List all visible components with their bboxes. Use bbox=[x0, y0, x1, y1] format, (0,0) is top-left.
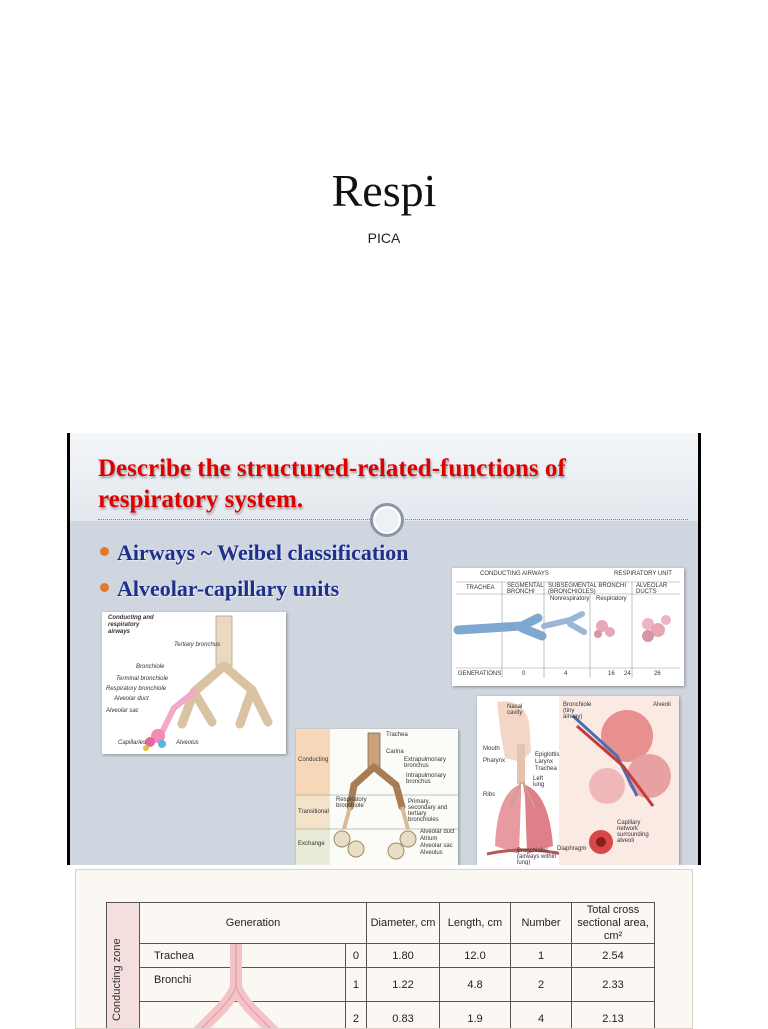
table-header-row: Conducting zone Generation Diameter, cm … bbox=[107, 903, 655, 944]
row-length: 1.9 bbox=[440, 1002, 511, 1029]
zone-structure-label: Carina bbox=[386, 749, 404, 755]
weibel-header: SUBSEGMENTAL BRONCHI (BRONCHIOLES) bbox=[548, 583, 628, 595]
zone-label: Transitional bbox=[298, 809, 329, 815]
anatomy-label: Nasal cavity bbox=[507, 704, 531, 716]
generation-value: 0 bbox=[522, 671, 525, 677]
airway-label: Respiratory bronchiole bbox=[106, 686, 166, 692]
page-subtitle: PICA bbox=[0, 230, 768, 246]
slide-bullet-list: Airways ~ Weibel classification Alveolar… bbox=[100, 535, 409, 607]
row-area: 2.33 bbox=[572, 968, 655, 1002]
airway-branch-illustration bbox=[176, 944, 306, 1029]
row-generation: 0 bbox=[345, 944, 366, 968]
column-header: Number bbox=[511, 903, 572, 944]
zone-structure-label: Atrium bbox=[420, 836, 437, 842]
anatomy-label: Pharynx bbox=[483, 758, 505, 764]
anatomy-label: Mouth bbox=[483, 746, 500, 752]
anatomy-label: Trachea bbox=[535, 766, 557, 772]
anatomy-label: Bronchiole (tiny airway) bbox=[563, 702, 595, 720]
anatomy-label: Left lung bbox=[533, 776, 555, 788]
anatomy-label: Larynx bbox=[535, 759, 553, 765]
zone-label: Exchange bbox=[298, 841, 325, 847]
zone-structure-label: Primary, secondary and tertiary bronchio… bbox=[408, 799, 456, 823]
zone-structure-label: Alveolar duct bbox=[420, 829, 455, 835]
column-header: Generation bbox=[140, 903, 367, 944]
weibel-classification-image: CONDUCTING AIRWAYS RESPIRATORY UNIT TRAC… bbox=[452, 568, 684, 686]
row-length: 4.8 bbox=[440, 968, 511, 1002]
bullet-dot-icon bbox=[100, 583, 109, 592]
bullet-dot-icon bbox=[100, 547, 109, 556]
weibel-subheader: Respiratory bbox=[596, 596, 627, 602]
column-header: Length, cm bbox=[440, 903, 511, 944]
generation-value: 16 bbox=[608, 671, 615, 677]
lecture-slide: Describe the structured-related-function… bbox=[67, 433, 701, 865]
slide-bullet-text: Airways ~ Weibel classification bbox=[117, 540, 409, 565]
zone-column: Conducting zone bbox=[107, 903, 140, 1029]
zone-structure-label: Extrapulmonary bronchus bbox=[404, 757, 456, 769]
anatomy-label: Bronchioles (airways within lung) bbox=[517, 848, 557, 865]
slide-bullet: Airways ~ Weibel classification bbox=[100, 535, 409, 571]
conducting-zone-label: Conducting zone bbox=[111, 938, 124, 1021]
row-number: 1 bbox=[511, 944, 572, 968]
zone-structure-label: Intrapulmonary bronchus bbox=[406, 773, 456, 785]
anatomy-label: Alveoli bbox=[653, 702, 671, 708]
zone-label: Conducting bbox=[298, 757, 328, 763]
slide-bullet: Alveolar-capillary units bbox=[100, 571, 409, 607]
respiratory-anatomy-image: Nasal cavity Mouth Pharynx Epiglottis La… bbox=[477, 696, 679, 865]
weibel-header: RESPIRATORY UNIT bbox=[614, 571, 672, 577]
generation-value: 26 bbox=[654, 671, 661, 677]
anatomy-label: Capillary network surrounding alveoli bbox=[617, 820, 651, 844]
column-header: Total cross sectional area, cm² bbox=[572, 903, 655, 944]
airway-label: Alveolus bbox=[176, 740, 199, 746]
row-area: 2.13 bbox=[572, 1002, 655, 1029]
row-area: 2.54 bbox=[572, 944, 655, 968]
airway-label: Alveolar duct bbox=[114, 696, 149, 702]
weibel-header: CONDUCTING AIRWAYS bbox=[480, 571, 549, 577]
weibel-header: ALVEOLAR DUCTS bbox=[636, 583, 678, 595]
column-header: Diameter, cm bbox=[367, 903, 440, 944]
row-diameter: 0.83 bbox=[367, 1002, 440, 1029]
airway-generation-table-image: Conducting zone Generation Diameter, cm … bbox=[75, 869, 693, 1029]
anatomy-label: Diaphragm bbox=[557, 846, 586, 852]
row-number: 2 bbox=[511, 968, 572, 1002]
row-diameter: 1.80 bbox=[367, 944, 440, 968]
generation-value: 24 bbox=[624, 671, 631, 677]
airway-label: Alveolar sac bbox=[106, 708, 139, 714]
generations-label: GENERATIONS bbox=[458, 671, 501, 677]
anatomy-label: Ribs bbox=[483, 792, 495, 798]
row-generation: 1 bbox=[345, 968, 366, 1002]
anatomy-label: Epiglottis bbox=[535, 752, 559, 758]
row-generation: 2 bbox=[345, 1002, 366, 1029]
row-number: 4 bbox=[511, 1002, 572, 1029]
weibel-subheader: Nonrespiratory bbox=[550, 596, 589, 602]
weibel-header: TRACHEA bbox=[466, 585, 495, 591]
zone-structure-label: Trachea bbox=[386, 732, 408, 738]
page-title: Respi bbox=[0, 164, 768, 217]
slide-bullet-text: Alveolar-capillary units bbox=[117, 576, 339, 601]
slide-ring-ornament bbox=[370, 503, 404, 537]
airway-label: Capillaries bbox=[118, 740, 146, 746]
weibel-header: SEGMENTAL BRONCHI bbox=[507, 583, 541, 595]
airway-label: Tertiary bronchus bbox=[174, 642, 220, 648]
row-diameter: 1.22 bbox=[367, 968, 440, 1002]
airways-caption: Conducting and respiratory airways bbox=[108, 615, 156, 636]
airway-label: Bronchiole bbox=[136, 664, 164, 670]
row-length: 12.0 bbox=[440, 944, 511, 968]
zone-structure-label: Respiratory bronchiole bbox=[336, 797, 376, 809]
airway-label: Terminal bronchiole bbox=[116, 676, 168, 682]
zone-structure-label: Alveolar sac bbox=[420, 843, 453, 849]
generation-value: 4 bbox=[564, 671, 567, 677]
conducting-airways-image: Conducting and respiratory airways Terti… bbox=[102, 612, 286, 754]
zone-structure-label: Alveolus bbox=[420, 850, 443, 856]
airway-zones-image: Conducting Transitional Exchange Trachea… bbox=[296, 729, 458, 865]
